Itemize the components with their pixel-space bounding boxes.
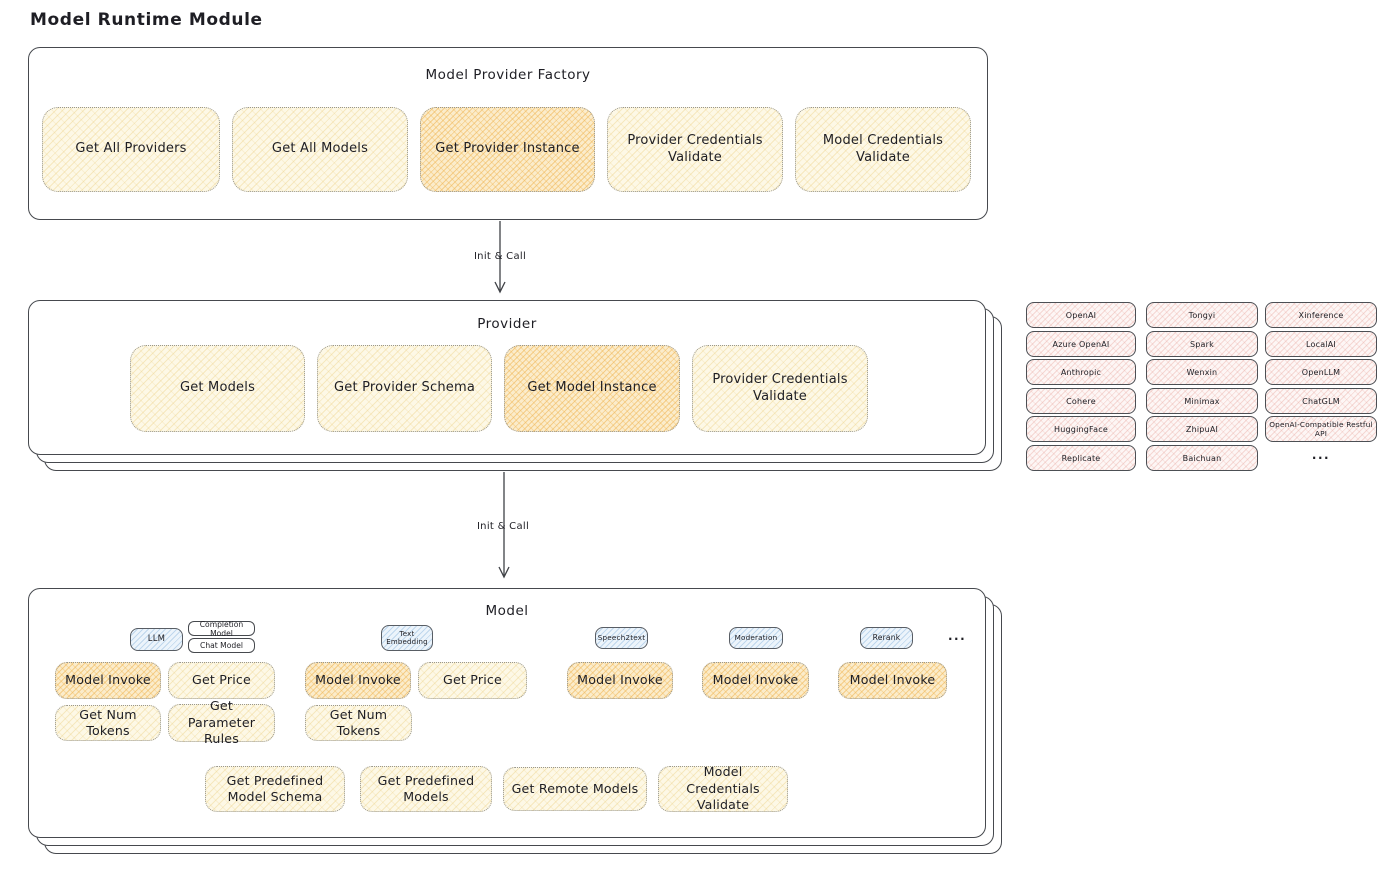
model-panel-title: Model — [485, 603, 529, 619]
model-shared-get-predefined-models: Get Predefined Models — [360, 766, 492, 812]
provider-chip-huggingface: HuggingFace — [1026, 416, 1136, 442]
model-more-ellipsis: ... — [948, 629, 967, 643]
model-op-get-num-tokens: Get Num Tokens — [305, 705, 412, 741]
provider-button-provider-credentials-validate: Provider Credentials Validate — [692, 345, 868, 432]
init-call-label-1: Init & Call — [473, 251, 527, 262]
model-type-badge-moderation: Moderation — [729, 627, 783, 649]
model-shared-model-credentials-validate: Model Credentials Validate — [658, 764, 788, 812]
factory-button-get-all-providers: Get All Providers — [42, 107, 220, 192]
provider-chip-wenxin: Wenxin — [1146, 359, 1258, 385]
provider-chip-zhipuai: ZhipuAI — [1146, 416, 1258, 442]
provider-chip-localai: LocalAI — [1265, 331, 1377, 357]
provider-panel-title: Provider — [477, 316, 537, 332]
provider-chip-chatglm: ChatGLM — [1265, 388, 1377, 414]
provider-chip-baichuan: Baichuan — [1146, 445, 1258, 471]
model-op-get-price: Get Price — [418, 662, 527, 699]
model-type-badge-text-embedding: Text Embedding — [381, 625, 433, 651]
model-op-get-price: Get Price — [168, 662, 275, 699]
provider-chip-anthropic: Anthropic — [1026, 359, 1136, 385]
provider-chip-openai: OpenAI — [1026, 302, 1136, 328]
down-arrow-icon — [494, 221, 506, 294]
model-op-model-invoke: Model Invoke — [838, 662, 947, 699]
model-op-model-invoke: Model Invoke — [305, 662, 411, 699]
model-op-get-num-tokens: Get Num Tokens — [55, 705, 161, 741]
model-shared-get-remote-models: Get Remote Models — [503, 767, 647, 811]
provider-chip-minimax: Minimax — [1146, 388, 1258, 414]
model-type-badge-speech2text: Speech2text — [595, 627, 648, 649]
page-title: Model Runtime Module — [30, 10, 263, 30]
provider-chip-azure-openai: Azure OpenAI — [1026, 331, 1136, 357]
factory-panel-title: Model Provider Factory — [425, 67, 591, 83]
provider-chip-openllm: OpenLLM — [1265, 359, 1377, 385]
init-call-label-2: Init & Call — [476, 521, 530, 532]
model-op-model-invoke: Model Invoke — [55, 662, 161, 699]
model-shared-get-predefined-model-schema: Get Predefined Model Schema — [205, 766, 345, 812]
factory-button-get-all-models: Get All Models — [232, 107, 408, 192]
provider-chip-replicate: Replicate — [1026, 445, 1136, 471]
factory-button-model-credentials-validate: Model Credentials Validate — [795, 107, 971, 192]
factory-button-provider-credentials-validate: Provider Credentials Validate — [607, 107, 783, 192]
model-type-badge-rerank: Rerank — [860, 627, 913, 649]
provider-button-get-provider-schema: Get Provider Schema — [317, 345, 492, 432]
provider-button-get-models: Get Models — [130, 345, 305, 432]
model-op-model-invoke: Model Invoke — [567, 662, 673, 699]
providers-more-ellipsis: ... — [1311, 448, 1331, 462]
provider-chip-openai-compatible: OpenAI-Compatible Restful API — [1265, 416, 1377, 442]
provider-chip-spark: Spark — [1146, 331, 1258, 357]
model-op-model-invoke: Model Invoke — [702, 662, 809, 699]
provider-button-get-model-instance: Get Model Instance — [504, 345, 680, 432]
model-type-badge-llm: LLM — [130, 628, 183, 651]
chat-model-chip: Chat Model — [188, 638, 255, 653]
down-arrow-icon — [498, 472, 510, 579]
factory-button-get-provider-instance: Get Provider Instance — [420, 107, 595, 192]
completion-model-chip: Completion Model — [188, 620, 255, 638]
model-op-get-parameter-rules: Get Parameter Rules — [168, 698, 275, 746]
provider-chip-xinference: Xinference — [1265, 302, 1377, 328]
provider-chip-cohere: Cohere — [1026, 388, 1136, 414]
provider-chip-tongyi: Tongyi — [1146, 302, 1258, 328]
